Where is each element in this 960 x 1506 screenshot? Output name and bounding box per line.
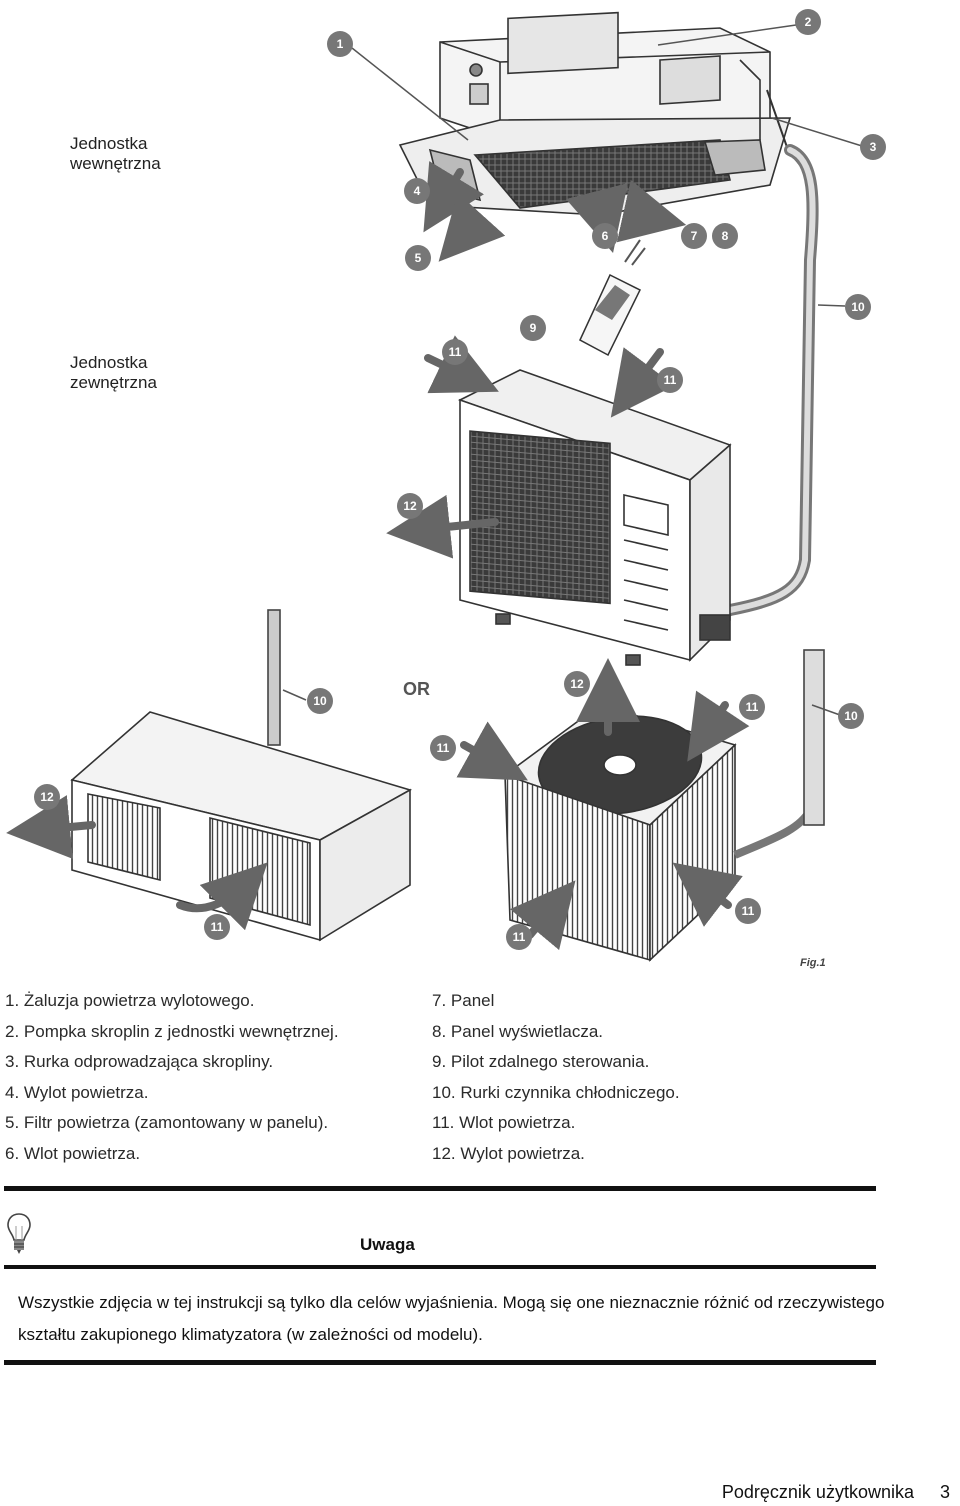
- callout-9: 9: [520, 315, 546, 341]
- airflow-arrows: [6, 161, 750, 951]
- callout-11: 11: [657, 367, 683, 393]
- callout-12: 12: [397, 493, 423, 519]
- legend-item: 7. Panel: [432, 991, 495, 1010]
- legend-item: 8. Panel wyświetlacza.: [432, 1021, 604, 1041]
- outdoor-unit-side: [457, 369, 732, 666]
- svg-text:1: 1: [337, 37, 344, 51]
- svg-text:3: 3: [870, 140, 877, 154]
- callout-10: 10: [838, 703, 864, 729]
- callout-4: 4: [404, 178, 430, 204]
- callout-1: 1: [327, 31, 353, 57]
- legend-item: 2. Pompka skroplin z jednostki wewnętrzn…: [5, 1021, 339, 1041]
- callout-7: 7: [681, 223, 707, 249]
- outdoor-unit-label: Jednostka zewnętrzna: [70, 353, 157, 392]
- note-title-rule: [4, 1265, 876, 1269]
- callout-11: 11: [506, 924, 532, 950]
- figure-caption: Fig.1: [800, 957, 826, 969]
- callout-2: 2: [795, 9, 821, 35]
- legend-item: 9. Pilot zdalnego sterowania.: [432, 1052, 650, 1071]
- svg-text:11: 11: [449, 345, 462, 359]
- outdoor-unit-top: [503, 649, 825, 962]
- callout-8: 8: [712, 223, 738, 249]
- legend-item: 11. Wlot powietrza.: [432, 1113, 576, 1132]
- callout-markers: 1 2 3 4 5 6 7 8 9 10 11 11 12 10 12 11 1…: [34, 9, 886, 950]
- legend-item: 10. Rurki czynnika chłodniczego.: [432, 1082, 680, 1102]
- lightbulb-icon: [7, 1213, 31, 1254]
- svg-text:8: 8: [722, 229, 729, 243]
- callout-5: 5: [405, 245, 431, 271]
- air-conditioner-diagram: OR 1 2 3 4 5 6 7 8 9 10 11 11 12 10 12 1…: [6, 9, 886, 969]
- svg-text:12: 12: [40, 790, 54, 804]
- svg-text:4: 4: [414, 184, 421, 198]
- svg-text:11: 11: [513, 930, 526, 944]
- legend-item: 5. Filtr powietrza (zamontowany w panelu…: [5, 1113, 329, 1132]
- outdoor-unit-horizontal: [70, 609, 413, 942]
- callout-11: 11: [735, 898, 761, 924]
- indoor-cassette-unit: [398, 11, 801, 216]
- note-title: Uwaga: [360, 1235, 415, 1254]
- svg-text:11: 11: [746, 700, 759, 714]
- svg-text:9: 9: [530, 321, 537, 335]
- svg-text:12: 12: [570, 677, 584, 691]
- svg-text:11: 11: [211, 920, 224, 934]
- legend-item: 1. Żaluzja powietrza wylotowego.: [5, 991, 255, 1010]
- svg-text:2: 2: [805, 15, 812, 29]
- callout-10: 10: [845, 294, 871, 320]
- svg-text:11: 11: [664, 373, 677, 387]
- svg-text:12: 12: [403, 499, 417, 513]
- remote-control: [579, 239, 646, 357]
- note-body: Wszystkie zdjęcia w tej instrukcji są ty…: [18, 1293, 885, 1344]
- svg-text:11: 11: [437, 741, 450, 755]
- indoor-unit-label: Jednostka wewnętrzna: [70, 134, 161, 173]
- legend-left: 1. Żaluzja powietrza wylotowego. 2. Pomp…: [5, 986, 339, 1169]
- callout-11: 11: [204, 914, 230, 940]
- legend-item: 4. Wylot powietrza.: [5, 1082, 149, 1102]
- callout-10: 10: [307, 688, 333, 714]
- svg-text:10: 10: [851, 300, 865, 314]
- page-number: 3: [939, 1482, 950, 1502]
- legend-item: 12. Wylot powietrza.: [432, 1143, 585, 1163]
- legend-right: 7. Panel 8. Panel wyświetlacza. 9. Pilot…: [432, 986, 680, 1169]
- svg-text:5: 5: [415, 251, 422, 265]
- callout-11: 11: [442, 339, 468, 365]
- callout-6: 6: [592, 223, 618, 249]
- note-top-rule: [4, 1186, 876, 1191]
- note-bottom-rule: [4, 1360, 876, 1365]
- manual-title: Podręcznik użytkownika: [721, 1482, 914, 1502]
- svg-text:11: 11: [742, 904, 755, 918]
- svg-text:6: 6: [602, 229, 609, 243]
- callout-12: 12: [564, 671, 590, 697]
- callout-3: 3: [860, 134, 886, 160]
- svg-text:10: 10: [844, 709, 858, 723]
- callout-11: 11: [430, 735, 456, 761]
- legend-item: 3. Rurka odprowadzająca skropliny.: [5, 1052, 274, 1071]
- callout-12: 12: [34, 784, 60, 810]
- svg-text:7: 7: [691, 229, 698, 243]
- legend-item: 6. Wlot powietrza.: [5, 1143, 141, 1163]
- page-footer: Podręcznik użytkownika 3: [722, 1482, 950, 1503]
- svg-text:10: 10: [313, 694, 327, 708]
- or-label: OR: [403, 679, 430, 699]
- callout-11: 11: [739, 694, 765, 720]
